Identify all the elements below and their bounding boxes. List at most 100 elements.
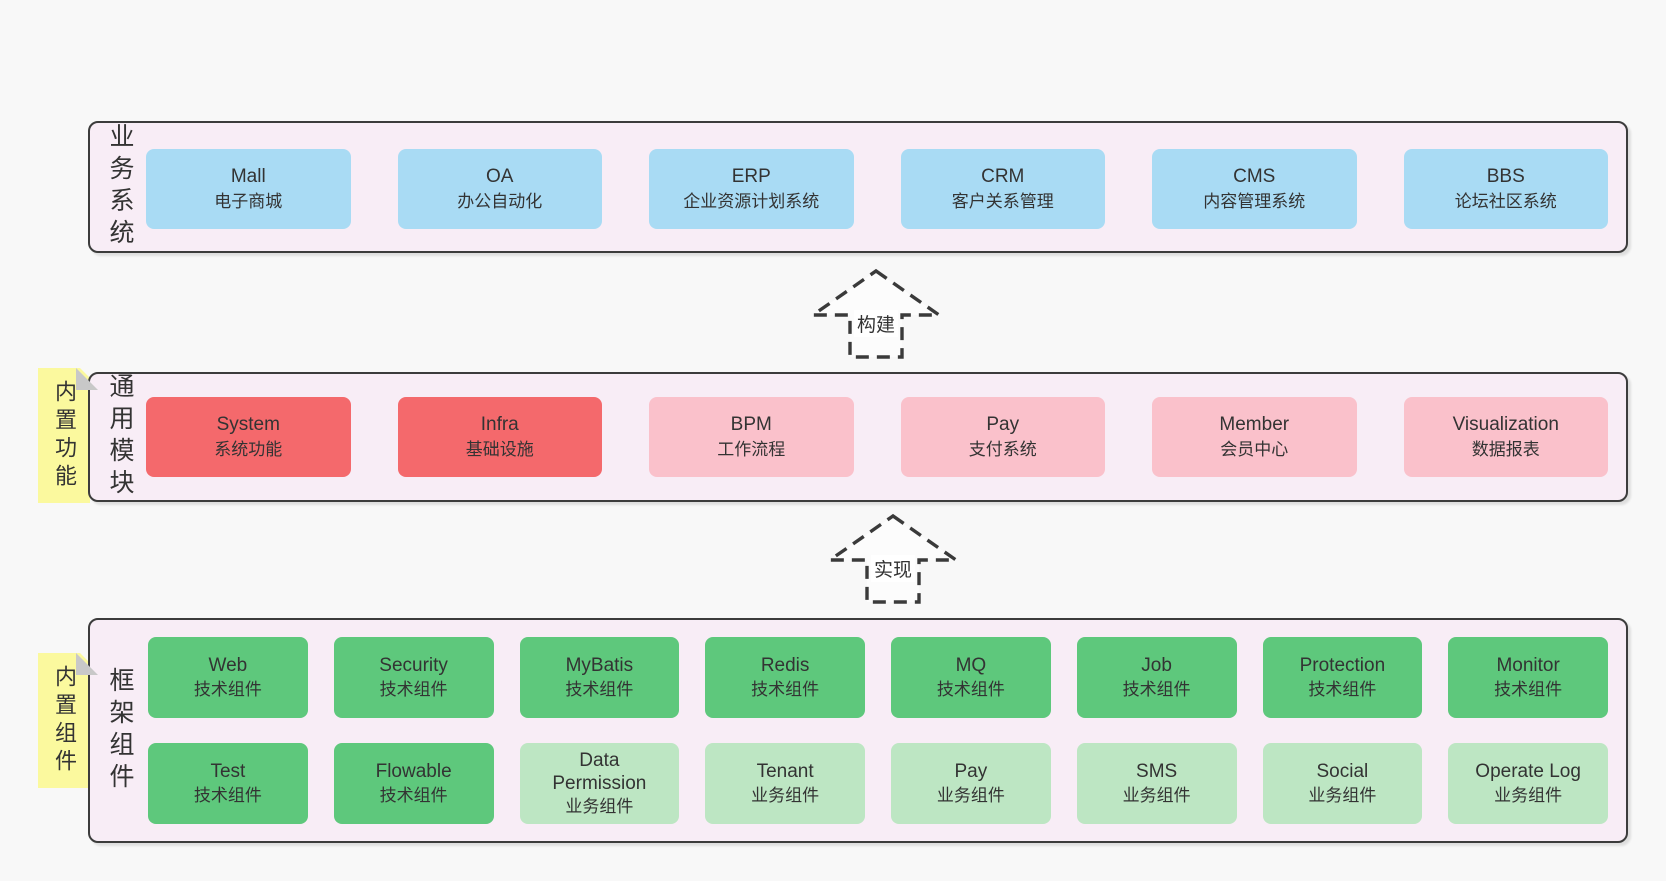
band-business-systems: 业务系统 Mall 电子商城 OA 办公自动化 ERP 企业资源计划系统 CRM… bbox=[88, 121, 1628, 253]
box-flowable-zh: 技术组件 bbox=[379, 785, 448, 805]
box-system-en: System bbox=[216, 413, 280, 435]
box-oa-zh: 办公自动化 bbox=[457, 192, 543, 212]
box-test-en: Test bbox=[210, 761, 246, 783]
box-protection: Protection 技术组件 bbox=[1262, 637, 1423, 718]
box-tenant-en: Tenant bbox=[756, 761, 814, 783]
box-cms-zh: 内容管理系统 bbox=[1203, 192, 1306, 212]
box-oa-en: OA bbox=[486, 165, 514, 187]
box-operate-log: Operate Log 业务组件 bbox=[1448, 743, 1608, 824]
box-mall-en: Mall bbox=[230, 165, 266, 187]
build-arrow-label: 构建 bbox=[853, 310, 899, 337]
box-crm-zh: 客户关系管理 bbox=[951, 192, 1054, 212]
box-mq: MQ 技术组件 bbox=[891, 637, 1051, 718]
box-data-permission-en: Data Permission bbox=[552, 749, 647, 795]
box-member-en: Member bbox=[1219, 413, 1290, 435]
box-sms-zh: 业务组件 bbox=[1122, 785, 1191, 805]
box-oa: OA 办公自动化 bbox=[397, 149, 602, 229]
box-visualization: Visualization 数据报表 bbox=[1403, 397, 1608, 477]
box-crm-en: CRM bbox=[981, 165, 1025, 187]
box-pay-component-en: Pay bbox=[954, 761, 988, 783]
box-erp-en: ERP bbox=[731, 165, 771, 187]
box-system-zh: 系统功能 bbox=[214, 440, 283, 460]
folded-corner-icon bbox=[76, 653, 98, 675]
box-job-en: Job bbox=[1141, 655, 1172, 677]
box-social-zh: 业务组件 bbox=[1308, 785, 1377, 805]
box-system: System 系统功能 bbox=[146, 397, 351, 477]
implement-arrow-label: 实现 bbox=[870, 555, 916, 582]
box-monitor: Monitor 技术组件 bbox=[1448, 637, 1608, 718]
framework-components-row-1: Web 技术组件 Security 技术组件 MyBatis 技术组件 Redi… bbox=[148, 637, 1608, 718]
box-bbs-en: BBS bbox=[1486, 165, 1525, 187]
box-data-permission-zh: 业务组件 bbox=[565, 797, 634, 817]
box-pay-component-zh: 业务组件 bbox=[936, 785, 1005, 805]
box-redis-en: Redis bbox=[760, 655, 810, 677]
framework-components-row-2: Test 技术组件 Flowable 技术组件 Data Permission … bbox=[148, 743, 1608, 824]
box-pay-module-zh: 支付系统 bbox=[968, 440, 1037, 460]
sticky-built-in-features-label: 内置功能 bbox=[52, 379, 77, 492]
business-systems-row: Mall 电子商城 OA 办公自动化 ERP 企业资源计划系统 CRM 客户关系… bbox=[146, 149, 1608, 229]
box-mybatis: MyBatis 技术组件 bbox=[519, 637, 680, 718]
folded-corner-icon bbox=[76, 368, 98, 390]
box-mq-en: MQ bbox=[955, 655, 987, 677]
box-cms-en: CMS bbox=[1233, 165, 1276, 187]
box-mybatis-zh: 技术组件 bbox=[565, 679, 634, 699]
band-title-common-modules: 通用模块 bbox=[106, 373, 134, 501]
box-monitor-zh: 技术组件 bbox=[1494, 679, 1563, 699]
box-operate-log-en: Operate Log bbox=[1475, 761, 1581, 783]
box-test: Test 技术组件 bbox=[148, 743, 308, 824]
box-security: Security 技术组件 bbox=[333, 637, 494, 718]
box-test-zh: 技术组件 bbox=[193, 785, 262, 805]
box-bbs-zh: 论坛社区系统 bbox=[1454, 192, 1557, 212]
box-infra: Infra 基础设施 bbox=[397, 397, 602, 477]
box-bpm: BPM 工作流程 bbox=[649, 397, 854, 477]
box-operate-log-zh: 业务组件 bbox=[1494, 785, 1563, 805]
build-arrow: 构建 bbox=[810, 268, 942, 360]
box-pay-component: Pay 业务组件 bbox=[891, 743, 1051, 824]
band-common-modules: 通用模块 System 系统功能 Infra 基础设施 BPM 工作流程 Pay… bbox=[88, 372, 1628, 502]
box-bpm-zh: 工作流程 bbox=[717, 440, 786, 460]
box-protection-zh: 技术组件 bbox=[1308, 679, 1377, 699]
box-pay-module-en: Pay bbox=[986, 413, 1020, 435]
box-mybatis-en: MyBatis bbox=[565, 655, 634, 677]
box-monitor-en: Monitor bbox=[1496, 655, 1560, 677]
box-member-zh: 会员中心 bbox=[1220, 440, 1289, 460]
box-visualization-en: Visualization bbox=[1452, 413, 1559, 435]
box-flowable: Flowable 技术组件 bbox=[333, 743, 494, 824]
box-data-permission: Data Permission 业务组件 bbox=[519, 743, 680, 824]
box-web-zh: 技术组件 bbox=[193, 679, 262, 699]
box-infra-en: Infra bbox=[480, 413, 519, 435]
box-social: Social 业务组件 bbox=[1262, 743, 1423, 824]
box-infra-zh: 基础设施 bbox=[465, 440, 534, 460]
box-web: Web 技术组件 bbox=[148, 637, 308, 718]
box-erp: ERP 企业资源计划系统 bbox=[649, 149, 854, 229]
box-member: Member 会员中心 bbox=[1152, 397, 1357, 477]
box-security-zh: 技术组件 bbox=[379, 679, 448, 699]
box-bpm-en: BPM bbox=[730, 413, 772, 435]
box-crm: CRM 客户关系管理 bbox=[900, 149, 1105, 229]
box-web-en: Web bbox=[208, 655, 248, 677]
band-title-framework-components: 框架组件 bbox=[106, 666, 134, 795]
implement-arrow: 实现 bbox=[827, 513, 959, 605]
box-bbs: BBS 论坛社区系统 bbox=[1403, 149, 1608, 229]
box-visualization-zh: 数据报表 bbox=[1471, 440, 1540, 460]
box-protection-en: Protection bbox=[1299, 655, 1386, 677]
box-erp-zh: 企业资源计划系统 bbox=[683, 192, 820, 212]
common-modules-row: System 系统功能 Infra 基础设施 BPM 工作流程 Pay 支付系统… bbox=[146, 397, 1608, 477]
box-job-zh: 技术组件 bbox=[1122, 679, 1191, 699]
band-framework-components: 框架组件 Web 技术组件 Security 技术组件 MyBatis 技术组件… bbox=[88, 618, 1628, 843]
sticky-built-in-components-label: 内置组件 bbox=[52, 664, 77, 777]
sticky-built-in-components: 内置组件 bbox=[38, 653, 90, 788]
box-tenant-zh: 业务组件 bbox=[751, 785, 820, 805]
box-mq-zh: 技术组件 bbox=[936, 679, 1005, 699]
box-tenant: Tenant 业务组件 bbox=[705, 743, 865, 824]
box-cms: CMS 内容管理系统 bbox=[1152, 149, 1357, 229]
box-sms: SMS 业务组件 bbox=[1076, 743, 1237, 824]
box-mall-zh: 电子商城 bbox=[214, 192, 283, 212]
box-redis-zh: 技术组件 bbox=[751, 679, 820, 699]
box-pay-module: Pay 支付系统 bbox=[900, 397, 1105, 477]
box-redis: Redis 技术组件 bbox=[705, 637, 865, 718]
box-job: Job 技术组件 bbox=[1076, 637, 1237, 718]
box-security-en: Security bbox=[379, 655, 448, 677]
box-mall: Mall 电子商城 bbox=[146, 149, 351, 229]
box-flowable-en: Flowable bbox=[375, 761, 452, 783]
